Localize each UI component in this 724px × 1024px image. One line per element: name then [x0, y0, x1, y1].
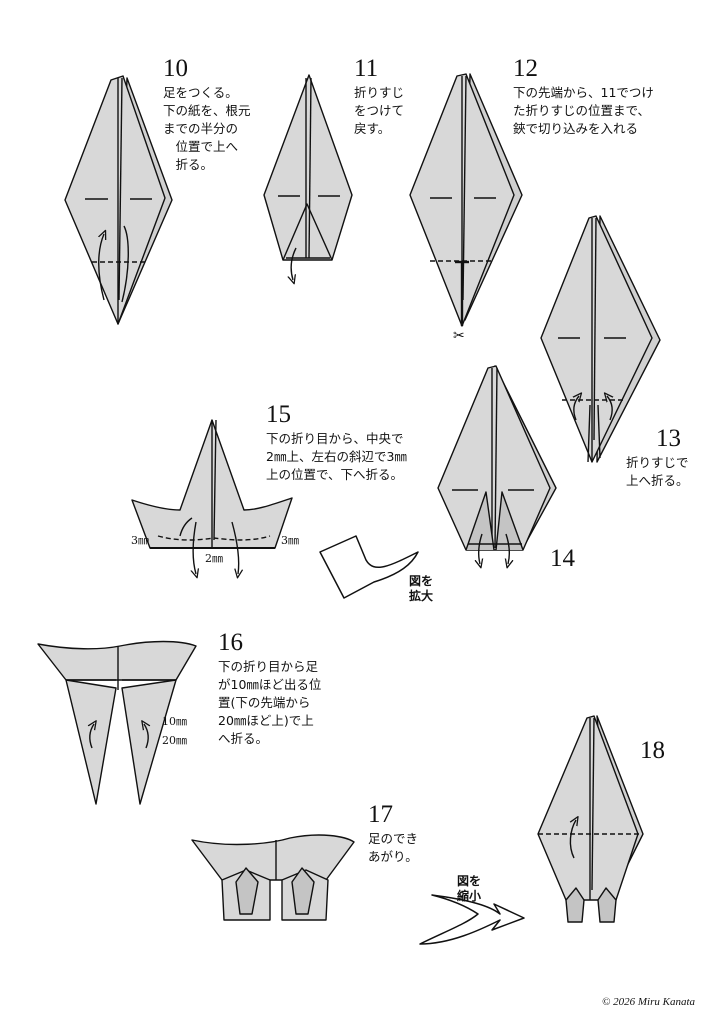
step-number-10: 10 — [163, 55, 188, 82]
step17-line-1: 足のでき — [368, 831, 419, 846]
step-number-13: 13 — [656, 425, 681, 452]
step11-line-2: をつけて — [354, 103, 405, 118]
step-number-18: 18 — [640, 737, 665, 764]
step-text-10: 足をつくる。 下の紙を、根元 までの半分の 位置で上へ 折る。 — [163, 84, 251, 174]
step17-line-2: あがり。 — [368, 849, 418, 864]
step11-line-3: 戻す。 — [354, 121, 391, 136]
step-text-15: 下の折り目から、中央で 2㎜上、左右の斜辺で3㎜ 上の位置で、下へ折る。 — [266, 430, 407, 484]
copyright: © 2026 Miru Kanata — [602, 996, 696, 1008]
measure-leg-20mm: 20㎜ — [162, 734, 187, 747]
step16-line-4: 20㎜ほど上)で上 — [218, 713, 314, 728]
step12-line-2: た折りすじの位置まで、 — [513, 103, 651, 118]
step-text-11: 折りすじ をつけて 戻す。 — [354, 84, 404, 138]
step13-line-2: 上へ折る。 — [626, 473, 689, 488]
step-number-12: 12 — [513, 55, 538, 82]
step-text-17: 足のでき あがり。 — [368, 830, 418, 866]
step16-line-2: が10㎜ほど出る位 — [218, 677, 322, 692]
measure-left-3mm: 3㎜ — [131, 534, 149, 547]
step12-line-3: 鋏で切り込みを入れる — [513, 121, 639, 136]
step10-line-5: 折る。 — [163, 157, 214, 172]
step10-line-3: までの半分の — [163, 121, 239, 136]
reduce-caption-line-1: 図を — [456, 874, 481, 888]
step-number-17: 17 — [368, 801, 393, 828]
step13-figure — [540, 215, 661, 463]
step16-figure — [37, 640, 197, 805]
step15-line-1: 下の折り目から、中央で — [266, 431, 404, 446]
step11-line-1: 折りすじ — [354, 85, 405, 100]
measure-right-3mm: 3㎜ — [281, 534, 299, 547]
step16-line-3: 置(下の先端から — [218, 695, 311, 710]
step-number-11: 11 — [354, 55, 379, 82]
step10-figure — [64, 75, 173, 325]
reduce-arrow — [419, 894, 525, 945]
step16-line-5: へ折る。 — [218, 731, 269, 746]
step-text-13: 折りすじで 上へ折る。 — [626, 454, 689, 490]
step13-line-1: 折りすじで — [626, 455, 689, 470]
step18-figure — [537, 715, 644, 923]
step14-figure — [437, 365, 557, 564]
step10-line-2: 下の紙を、根元 — [163, 103, 251, 118]
step11-figure — [263, 74, 353, 280]
step12-figure: ✂ — [409, 73, 523, 344]
step15-figure — [131, 419, 293, 574]
measure-center-2mm: 2㎜ — [205, 552, 223, 565]
step17-figure — [191, 834, 355, 921]
reduce-caption-line-2: 縮小 — [456, 889, 481, 903]
step10-line-4: 位置で上へ — [163, 139, 239, 154]
step-number-15: 15 — [266, 401, 291, 428]
step-text-16: 下の折り目から足 が10㎜ほど出る位 置(下の先端から 20㎜ほど上)で上 へ折… — [218, 658, 321, 748]
step15-line-2: 2㎜上、左右の斜辺で3㎜ — [266, 449, 407, 464]
svg-text:✂: ✂ — [453, 328, 465, 344]
measure-leg-10mm: 10㎜ — [162, 715, 187, 728]
step-text-12: 下の先端から、11でつけ た折りすじの位置まで、 鋏で切り込みを入れる — [513, 84, 654, 138]
step-number-16: 16 — [218, 629, 243, 656]
enlarge-caption-line-1: 図を — [408, 574, 433, 588]
step15-line-3: 上の位置で、下へ折る。 — [266, 467, 404, 482]
enlarge-caption: 図を 拡大 — [399, 574, 443, 604]
enlarge-arrow — [319, 535, 419, 599]
step-number-14: 14 — [550, 545, 575, 572]
enlarge-caption-line-2: 拡大 — [408, 589, 433, 603]
step12-line-1: 下の先端から、11でつけ — [513, 85, 654, 100]
reduce-caption: 図を 縮小 — [447, 874, 491, 904]
step10-line-1: 足をつくる。 — [163, 85, 238, 100]
step16-line-1: 下の折り目から足 — [218, 659, 319, 674]
